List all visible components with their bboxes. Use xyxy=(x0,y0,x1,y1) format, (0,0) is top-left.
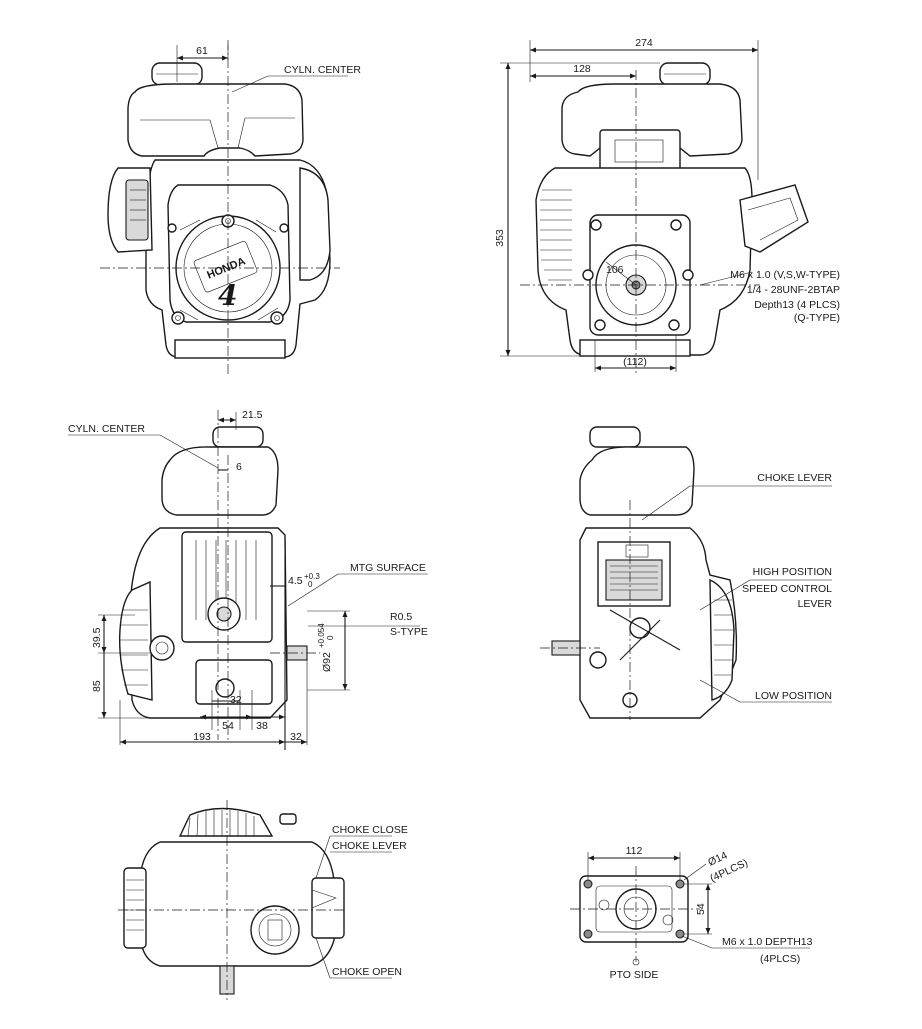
base-label-m6: M6 x 1.0 DEPTH13 xyxy=(722,936,813,948)
base-label-m6-plcs: (4PLCS) xyxy=(760,953,800,965)
left-dim-54: 54 xyxy=(222,720,234,732)
rear-view: 274 128 353 106 (112) M6 x 1.0 (V,S,W-TY… xyxy=(494,37,840,375)
left-dim-shaft-tol-lower: 0 xyxy=(326,635,335,640)
rear-note-line-4: (Q-TYPE) xyxy=(794,312,840,324)
base-dim-54: 54 xyxy=(695,903,707,915)
left-dim-6: 6 xyxy=(236,461,242,473)
left-dim-4-5-tol-upper: +0.3 xyxy=(304,572,320,581)
base-label-pto-side: PTO SIDE xyxy=(610,969,659,981)
base-dim-112: 112 xyxy=(626,845,643,857)
right-label-choke-lever: CHOKE LEVER xyxy=(757,472,832,484)
left-label-mtg-surface: MTG SURFACE xyxy=(350,562,426,574)
left-dim-193: 193 xyxy=(193,731,211,743)
front-label-cyln-center: CYLN. CENTER xyxy=(284,64,361,76)
top-label-choke-close: CHOKE CLOSE xyxy=(332,824,408,836)
left-dim-85: 85 xyxy=(91,680,103,692)
left-dim-38: 38 xyxy=(256,720,268,732)
rear-dim-106: 106 xyxy=(606,264,624,276)
top-label-choke-open: CHOKE OPEN xyxy=(332,966,402,978)
right-label-speed-control-1: SPEED CONTROL xyxy=(742,583,832,595)
left-dim-39-5: 39.5 xyxy=(91,627,103,648)
rear-dim-128: 128 xyxy=(573,63,591,75)
rear-note-line-3: Depth13 (4 PLCS) xyxy=(754,299,840,311)
rear-note-line-2: 1/4 - 28UNF-2BTAP xyxy=(747,284,840,296)
left-label-cyln-center: CYLN. CENTER xyxy=(68,423,145,435)
right-label-high-position: HIGH POSITION xyxy=(753,566,832,578)
left-dim-32a: 32 xyxy=(230,694,242,706)
top-label-choke-lever: CHOKE LEVER xyxy=(332,840,407,852)
left-dim-4-5-tol-lower: 0 xyxy=(308,580,313,589)
left-side-view: 21.5 6 CYLN. CENTER 4.5 +0.3 0 MTG SURFA… xyxy=(68,409,428,750)
rear-dim-274: 274 xyxy=(635,37,653,49)
front-dim-61: 61 xyxy=(196,45,208,57)
right-label-speed-control-2: LEVER xyxy=(798,598,833,610)
left-dim-21-5: 21.5 xyxy=(242,409,263,421)
left-dim-4-5: 4.5 xyxy=(288,575,303,587)
left-label-r05: R0.5 xyxy=(390,611,412,623)
right-side-view: CHOKE LEVER HIGH POSITION SPEED CONTROL … xyxy=(540,426,833,720)
rear-note-line-1: M6 x 1.0 (V,S,W-TYPE) xyxy=(730,269,840,281)
base-view: 112 54 Ø14 (4PLCS) M6 x 1.0 DEPTH13 (4PL… xyxy=(570,845,813,981)
rear-dim-112: (112) xyxy=(623,356,647,368)
left-dim-32b: 32 xyxy=(290,731,302,743)
right-label-low-position: LOW POSITION xyxy=(755,690,832,702)
left-label-s-type: S-TYPE xyxy=(390,626,428,638)
top-view: CHOKE CLOSE CHOKE LEVER CHOKE OPEN xyxy=(118,800,408,1000)
front-view: HONDA 4 61 CYLN. CENTER xyxy=(100,40,361,375)
rear-dim-353: 353 xyxy=(494,229,506,247)
left-dim-shaft-dia: Ø92 xyxy=(321,652,333,672)
left-dim-shaft-tol-upper: +0.054 xyxy=(317,623,326,648)
